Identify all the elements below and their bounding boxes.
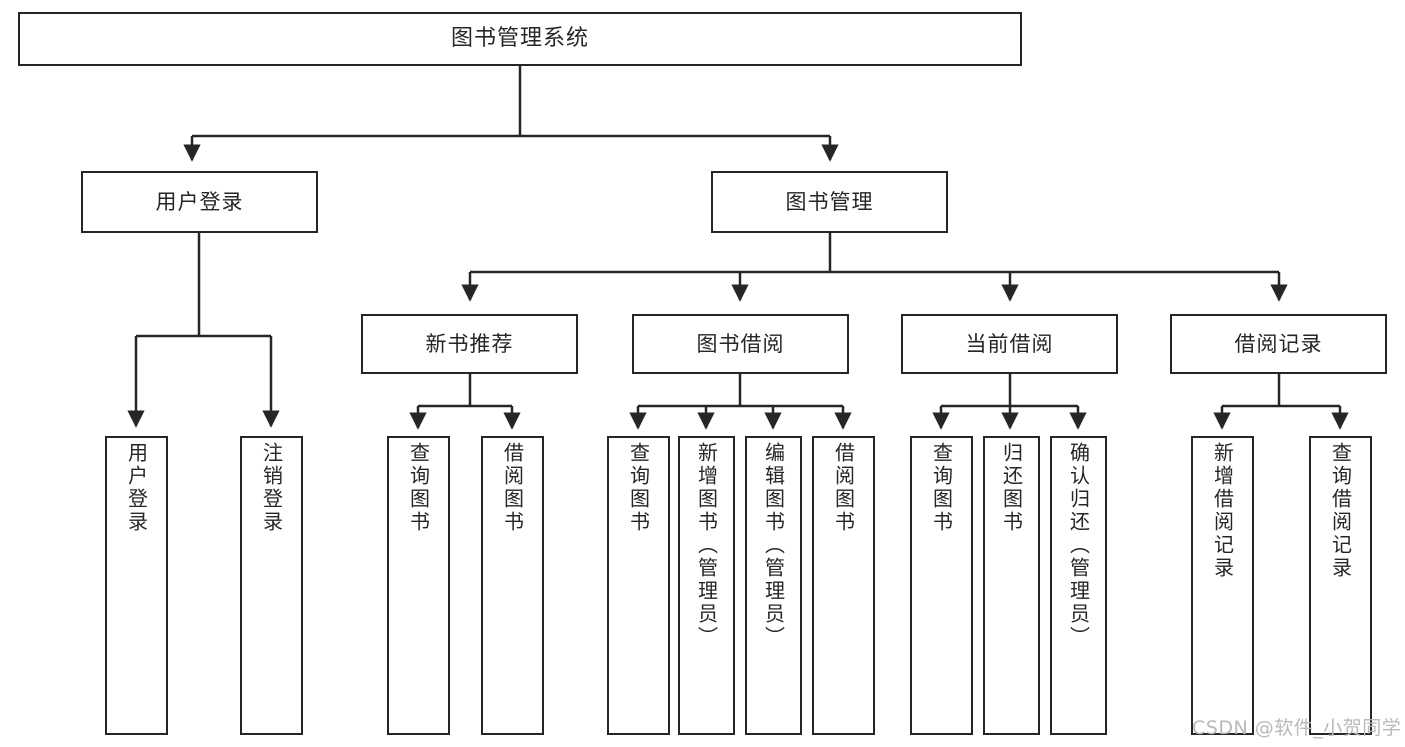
node-user-login[interactable]: 用户登录 — [81, 171, 318, 233]
leaf-current-borrow-confirm-return[interactable]: 确认归还（管理员） — [1050, 436, 1107, 735]
node-borrow-record[interactable]: 借阅记录 — [1170, 314, 1387, 374]
node-label: 图书管理系统 — [450, 26, 589, 52]
node-label: 查询图书 — [929, 442, 954, 534]
leaf-borrow-record-add[interactable]: 新增借阅记录 — [1191, 436, 1254, 735]
node-label: 借阅图书 — [500, 442, 525, 534]
node-label: 新书推荐 — [425, 331, 514, 356]
node-new-book-recommend[interactable]: 新书推荐 — [361, 314, 578, 374]
leaf-book-borrow-query[interactable]: 查询图书 — [607, 436, 670, 735]
leaf-book-borrow-add[interactable]: 新增图书（管理员） — [678, 436, 735, 735]
node-label: 图书借阅 — [696, 331, 785, 356]
node-label: 确认归还（管理员） — [1066, 442, 1091, 649]
node-label: 图书管理 — [785, 189, 874, 214]
node-book-borrow[interactable]: 图书借阅 — [632, 314, 849, 374]
node-label: 查询图书 — [406, 442, 431, 534]
node-label: 新增借阅记录 — [1210, 442, 1235, 580]
node-book-management[interactable]: 图书管理 — [711, 171, 948, 233]
leaf-user-login-login[interactable]: 用户登录 — [105, 436, 168, 735]
node-label: 注销登录 — [259, 442, 284, 534]
leaf-new-book-query[interactable]: 查询图书 — [387, 436, 450, 735]
leaf-book-borrow-edit[interactable]: 编辑图书（管理员） — [745, 436, 802, 735]
node-label: 用户登录 — [155, 189, 244, 214]
leaf-new-book-borrow[interactable]: 借阅图书 — [481, 436, 544, 735]
node-label: 新增图书（管理员） — [694, 442, 719, 649]
node-label: 当前借阅 — [965, 331, 1054, 356]
leaf-current-borrow-query[interactable]: 查询图书 — [910, 436, 973, 735]
node-label: 编辑图书（管理员） — [761, 442, 786, 649]
node-label: 借阅记录 — [1234, 331, 1323, 356]
leaf-borrow-record-query[interactable]: 查询借阅记录 — [1309, 436, 1372, 735]
leaf-book-borrow-borrow[interactable]: 借阅图书 — [812, 436, 875, 735]
leaf-user-login-logout[interactable]: 注销登录 — [240, 436, 303, 735]
node-current-borrow[interactable]: 当前借阅 — [901, 314, 1118, 374]
node-label: 借阅图书 — [831, 442, 856, 534]
node-label: 查询借阅记录 — [1328, 442, 1353, 580]
node-label: 用户登录 — [124, 442, 149, 534]
node-label: 查询图书 — [626, 442, 651, 534]
node-root-system[interactable]: 图书管理系统 — [18, 12, 1022, 66]
leaf-current-borrow-return[interactable]: 归还图书 — [983, 436, 1040, 735]
node-label: 归还图书 — [999, 442, 1024, 534]
watermark-text: CSDN @软件_小贺同学 — [1192, 717, 1402, 739]
